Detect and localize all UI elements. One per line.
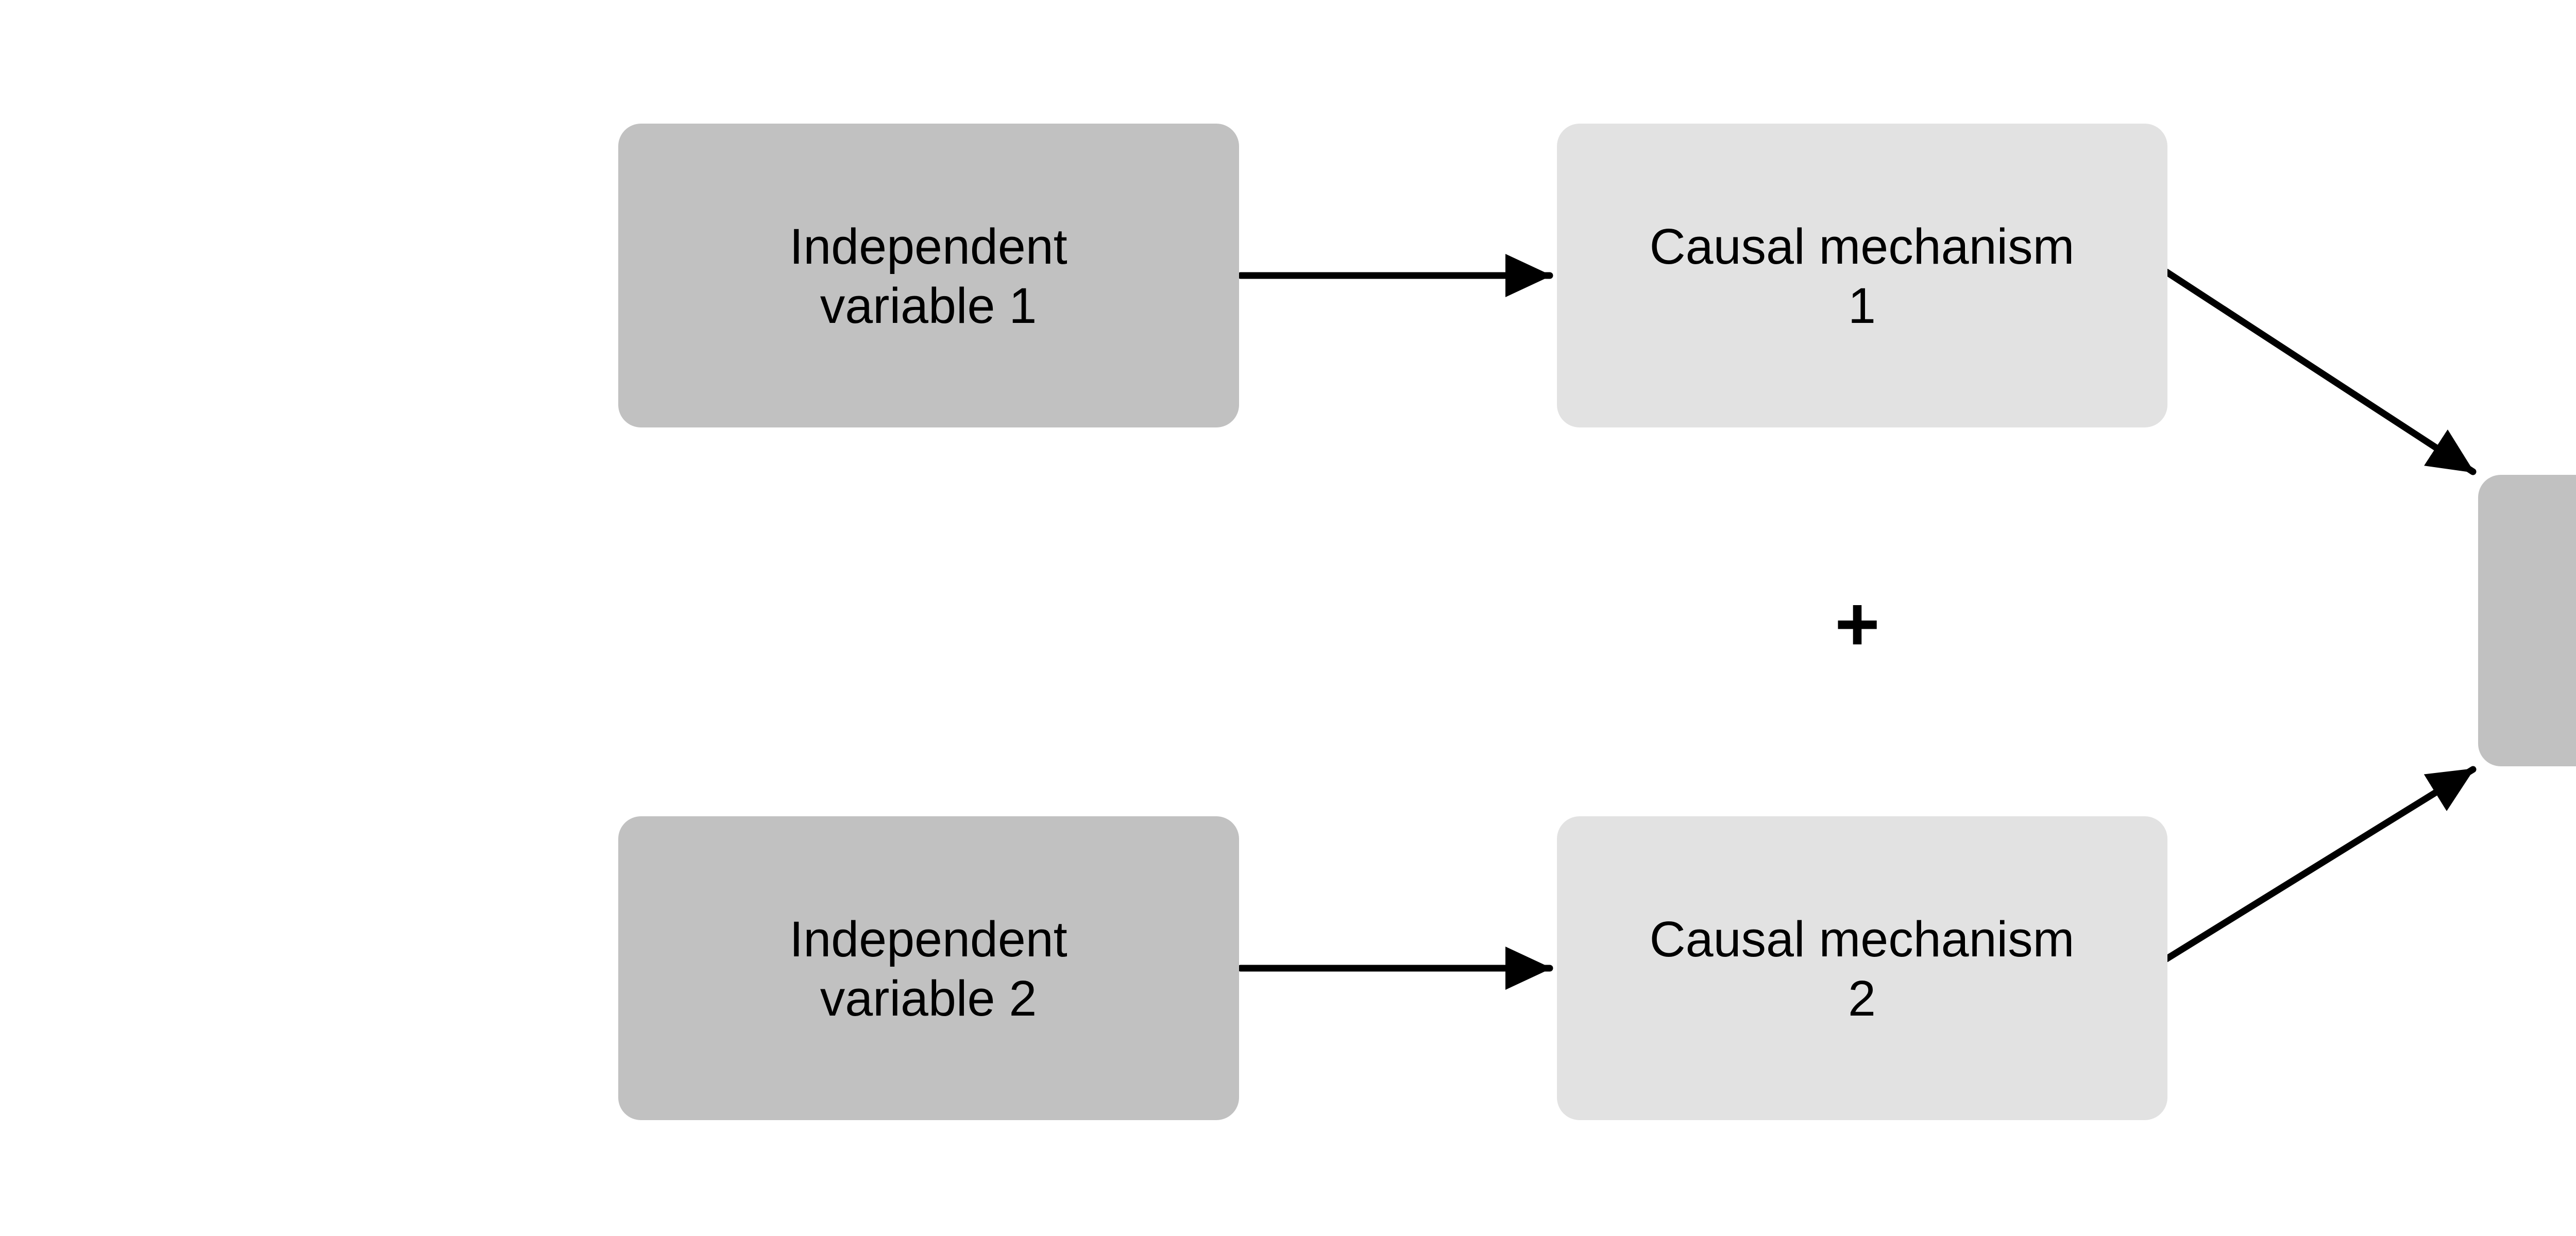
node-dependent-variable: Dependent variable (2478, 475, 2576, 766)
node-box-causal-mechanism-1 (1557, 124, 2167, 427)
node-causal-mechanism-2: Causal mechanism 2 (1557, 816, 2167, 1120)
node-label-line: Independent (789, 911, 1067, 967)
arrow-causal-mechanism-2-to-dependent-variable (2163, 766, 2477, 963)
node-label-line: 2 (1848, 970, 1876, 1026)
node-causal-mechanism-1: Causal mechanism 1 (1557, 124, 2167, 427)
node-label-line: variable 1 (820, 278, 1037, 334)
node-label-line: Causal mechanism (1650, 911, 2075, 967)
node-label-line: Independent (789, 218, 1067, 274)
node-label-line: variable 2 (820, 970, 1037, 1026)
node-box-dependent-variable (2478, 475, 2576, 766)
node-box-independent-variable-2 (618, 816, 1239, 1120)
node-label-line: 1 (1848, 278, 1876, 334)
node-box-independent-variable-1 (618, 124, 1239, 427)
arrow-causal-mechanism-1-to-dependent-variable (2163, 268, 2477, 475)
node-independent-variable-2: Independent variable 2 (618, 816, 1239, 1120)
node-independent-variable-1: Independent variable 1 (618, 124, 1239, 427)
node-box-causal-mechanism-2 (1557, 816, 2167, 1120)
node-label-line: Causal mechanism (1650, 218, 2075, 274)
plus-operator: + (1835, 580, 1880, 667)
